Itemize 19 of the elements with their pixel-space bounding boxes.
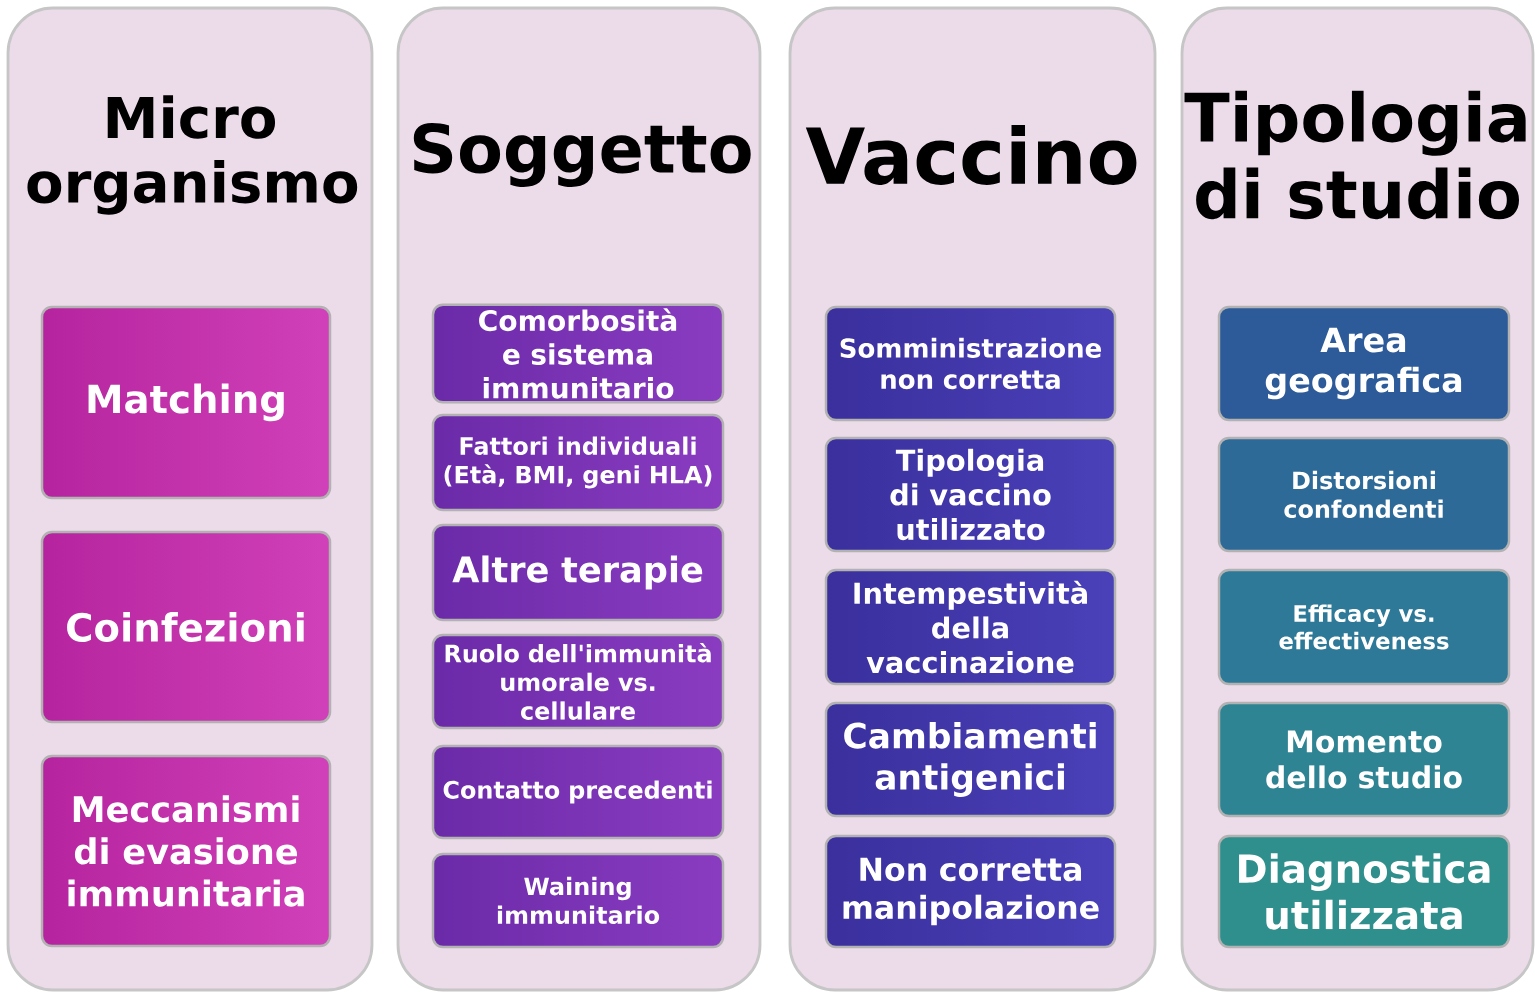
factor-box: Waining immunitario	[431, 852, 725, 949]
factor-box: Diagnostica utilizzata	[1217, 834, 1511, 949]
factor-box: Area geografica	[1217, 305, 1511, 422]
factor-box: Momento dello studio	[1217, 701, 1511, 818]
factor-box: Meccanismi di evasione immunitaria	[40, 754, 332, 948]
factor-box: Efficacy vs. effectiveness	[1217, 568, 1511, 686]
factor-box: Distorsioni confondenti	[1217, 436, 1511, 553]
factor-box: Contatto precedenti	[431, 744, 725, 840]
factor-box: Comorbosità e sistema immunitario	[431, 303, 725, 404]
factor-box: Intempestività della vaccinazione	[824, 568, 1117, 686]
factor-box: Somministrazione non corretta	[824, 305, 1117, 422]
factor-box: Cambiamenti antigenici	[824, 701, 1117, 818]
factor-box: Non corretta manipolazione	[824, 834, 1117, 949]
factor-box: Fattori individuali (Età, BMI, geni HLA)	[431, 413, 725, 512]
factor-box: Ruolo dell'immunità umorale vs. cellulare	[431, 633, 725, 730]
factor-box: Coinfezioni	[40, 530, 332, 724]
factor-box: Tipologia di vaccino utilizzato	[824, 436, 1117, 553]
factor-box: Matching	[40, 305, 332, 500]
factor-box: Altre terapie	[431, 523, 725, 622]
